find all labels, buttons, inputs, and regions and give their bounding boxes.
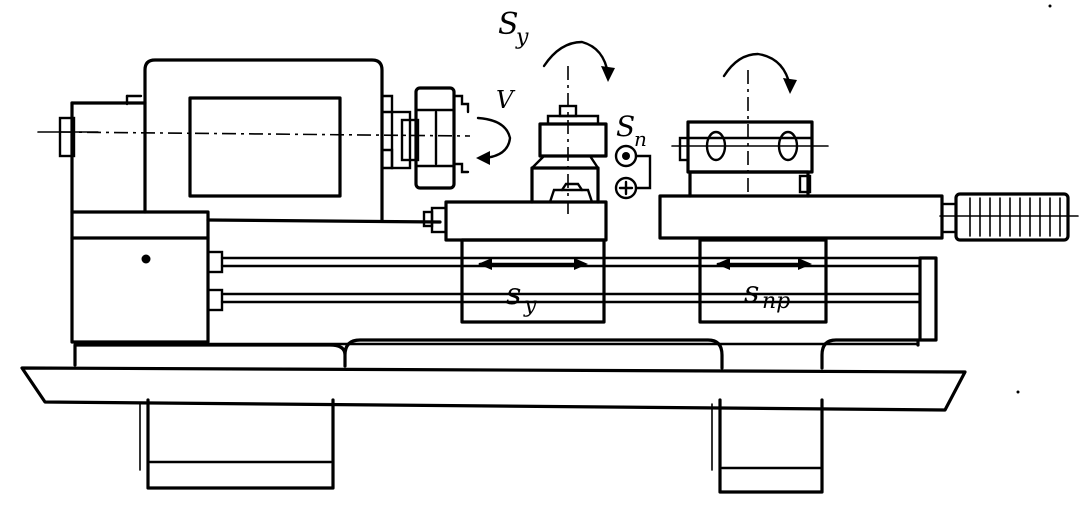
carriage-left (206, 66, 608, 324)
label-sy-carriage-sub: y (523, 293, 537, 318)
handwheel (954, 192, 1070, 242)
end-bracket (918, 256, 938, 342)
scan-specks (1016, 4, 1052, 394)
knurl-lines (969, 197, 1061, 237)
gearbox-body (70, 210, 210, 344)
v-rotation-arrow (476, 116, 512, 160)
chuck (414, 86, 470, 190)
chuck-body (414, 86, 456, 190)
gearbox (70, 210, 224, 344)
rotation-arrows (476, 40, 797, 165)
label-snp-sub: np (762, 289, 790, 314)
label-sn-sub: n (634, 127, 647, 151)
tailstock-quill-housing (658, 194, 944, 240)
machine-base (20, 338, 967, 494)
label-v: V (496, 86, 516, 114)
carriage-right (658, 70, 1079, 324)
label-sy-top: S (498, 7, 519, 42)
label-sy-carriage: s (506, 277, 521, 312)
spindle-axis (59, 131, 471, 137)
sy-rotation-arrow (542, 40, 610, 76)
apron-left (460, 238, 606, 324)
chip-tray (20, 366, 967, 412)
labels: S y V S n s y s np (496, 7, 790, 318)
label-sn: S (616, 110, 635, 143)
gearbox-knob (141, 254, 151, 264)
headstock-body (143, 58, 384, 222)
left-leg (146, 398, 335, 490)
sn-symbols (614, 144, 652, 200)
apron-right (698, 238, 828, 324)
tool-post (538, 122, 608, 158)
right-leg (718, 398, 824, 494)
cross-slide (444, 200, 608, 242)
feed-rods (220, 256, 938, 342)
headstock-window (188, 96, 342, 198)
headstock (37, 58, 471, 222)
label-sy-top-sub: y (515, 25, 529, 50)
label-snp: s (744, 275, 759, 310)
tailstock-rotation-arrow (722, 52, 792, 88)
